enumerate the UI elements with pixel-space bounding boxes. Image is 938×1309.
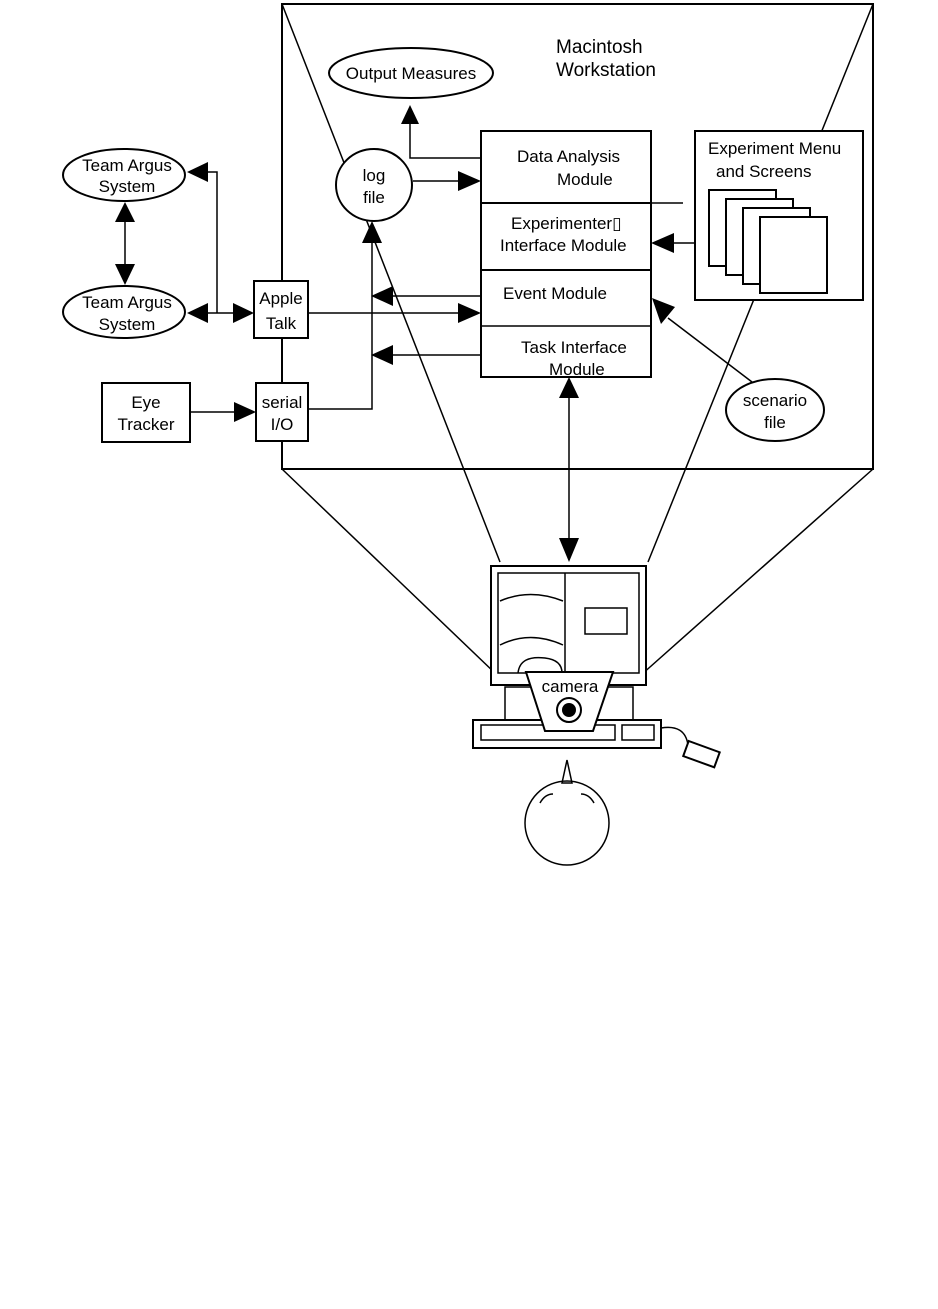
event-module-label: Event Module: [503, 284, 607, 303]
apple-talk-line2: Talk: [266, 314, 297, 333]
data-analysis-module-line2: Module: [557, 170, 613, 189]
apple-talk-line1: Apple: [259, 289, 302, 308]
scenario-file-line1: scenario: [743, 391, 807, 410]
workstation-title-line2: Workstation: [556, 60, 656, 81]
camera-label: camera: [542, 677, 599, 696]
macintosh-computer-icon: [472, 565, 721, 769]
task-interface-module-line2: Module: [549, 360, 605, 379]
log-file-circle: [335, 148, 413, 222]
projection-lines: [281, 3, 874, 676]
team-argus-system-2-line1: Team Argus: [82, 293, 172, 312]
user-head-icon: [524, 759, 610, 866]
data-analysis-module-line1: Data Analysis: [517, 147, 620, 166]
serial-io-line1: serial: [262, 393, 303, 412]
task-interface-module-line1: Task Interface: [521, 338, 627, 357]
module-stack: [480, 130, 683, 378]
scenario-file-line2: file: [764, 413, 786, 432]
team-argus-system-1: [62, 148, 186, 202]
output-measures-label: Output Measures: [346, 64, 476, 83]
workstation-title-line1: Macintosh: [556, 37, 643, 58]
experiment-menu-line2: and Screens: [716, 162, 811, 181]
team-argus-system-2-line2: System: [99, 315, 156, 334]
output-measures-ellipse: [328, 47, 494, 99]
apple-talk-box: [253, 280, 309, 339]
scenario-file-ellipse: [725, 378, 825, 442]
log-file-label-line1: log: [363, 166, 386, 185]
experimenter-interface-module-line2: Interface Module: [500, 236, 627, 255]
log-file-label-line2: file: [363, 188, 385, 207]
eye-tracker-line1: Eye: [131, 393, 160, 412]
serial-io-box: [255, 382, 309, 442]
team-argus-system-2: [62, 285, 186, 339]
eye-tracker-line2: Tracker: [118, 415, 175, 434]
screens-stack-icon: [708, 189, 828, 294]
team-argus-system-1-line1: Team Argus: [82, 156, 172, 175]
experimenter-interface-module-line1: Experimenter▯: [511, 214, 621, 233]
connector-lines: [115, 105, 753, 562]
eye-tracker-box: [101, 382, 191, 443]
workstation-frame: [281, 3, 874, 470]
serial-io-line2: I/O: [271, 415, 294, 434]
team-argus-system-1-line2: System: [99, 177, 156, 196]
experiment-menu-line1: Experiment Menu: [708, 139, 841, 158]
